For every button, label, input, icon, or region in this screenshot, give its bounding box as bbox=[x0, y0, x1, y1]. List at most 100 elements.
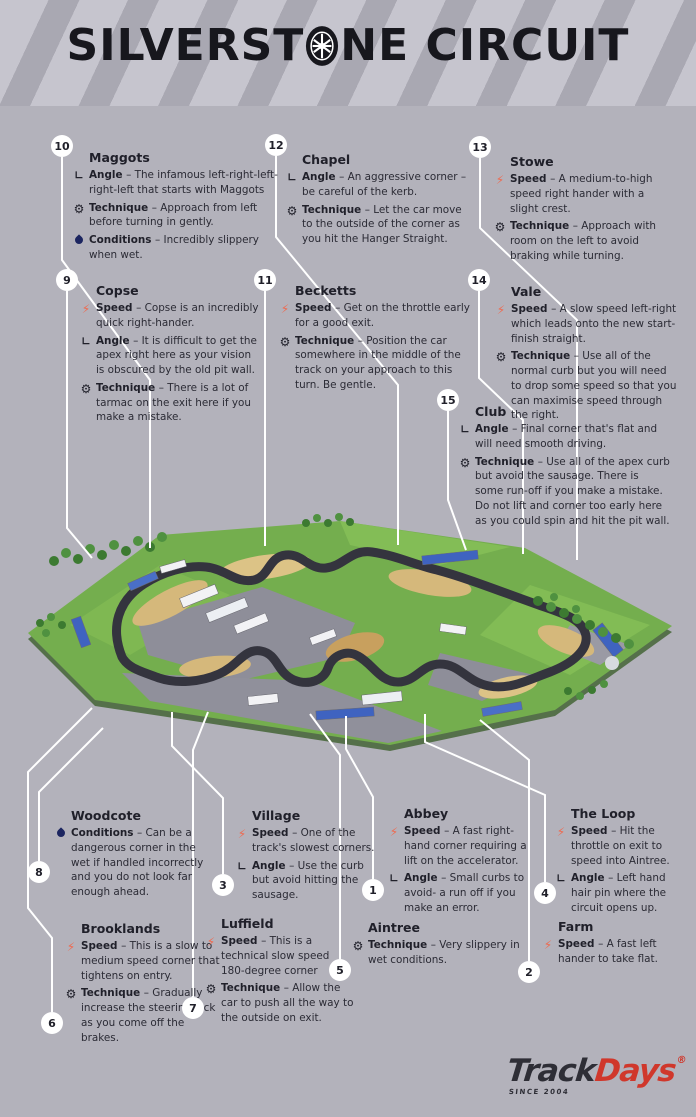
fact-text: Technique – Let the car move to the outs… bbox=[302, 203, 462, 246]
registered-mark: ® bbox=[675, 1055, 686, 1066]
speed-icon: ⚡ bbox=[389, 825, 399, 839]
corner-title: Brooklands bbox=[81, 921, 161, 936]
fact-text: Speed – Get on the throttle early for a … bbox=[295, 302, 470, 329]
fact-text: Speed – A slow speed left-right which le… bbox=[511, 303, 677, 345]
fact-row-speed: ⚡Speed – This is a technical slow speed … bbox=[204, 934, 356, 978]
fact-text: Speed – Copse is an incredibly quick rig… bbox=[96, 302, 259, 329]
fact-row-conditions: Conditions – Incredibly slippery when we… bbox=[72, 233, 287, 263]
technique-icon: ⚙ bbox=[352, 939, 364, 953]
technique-icon: ⚙ bbox=[279, 334, 291, 349]
corner-badge-7: 7 bbox=[182, 997, 204, 1019]
page-title: SILVERST NE CIRCUIT bbox=[0, 20, 696, 71]
corner-badge-6: 6 bbox=[41, 1012, 63, 1034]
corner-block-abbey: Abbey ⚡Speed – A fast right-hand corner r… bbox=[387, 806, 539, 919]
corner-badge-9: 9 bbox=[56, 269, 78, 291]
corner-block-stowe: Stowe ⚡Speed – A medium-to-high speed rig… bbox=[493, 154, 671, 267]
speed-icon: ⚡ bbox=[81, 302, 91, 316]
fact-text: Speed – This is a slow to medium speed c… bbox=[81, 940, 220, 982]
conditions-icon bbox=[72, 233, 86, 249]
fact-row-technique: ⚙ Technique – Position the car somewhere … bbox=[278, 334, 470, 393]
fact-text: Technique – Position the car somewhere i… bbox=[295, 334, 461, 391]
corner-title: Copse bbox=[96, 283, 139, 298]
corner-title: Farm bbox=[558, 919, 594, 934]
technique-icon: ⚙ bbox=[286, 203, 298, 218]
technique-icon: ⚙ bbox=[494, 220, 506, 235]
corner-badge-2: 2 bbox=[518, 961, 540, 983]
fact-text: Angle – Use the curb but avoid hitting t… bbox=[252, 859, 364, 902]
fact-text: Conditions – Incredibly slippery when we… bbox=[89, 234, 259, 261]
fact-text: Technique – Use all of the normal curb b… bbox=[511, 350, 677, 422]
speed-icon: ⚡ bbox=[495, 173, 505, 187]
technique-icon: ⚙ bbox=[205, 982, 217, 997]
fact-text: Angle – It is difficult to get the apex … bbox=[96, 334, 257, 377]
corner-title: Abbey bbox=[404, 806, 449, 821]
corner-block-luffield: Luffield ⚡Speed – This is a technical slo… bbox=[204, 916, 356, 1029]
corner-block-becketts: Becketts⚡Speed – Get on the throttle ear… bbox=[278, 283, 470, 396]
fact-text: Technique – Approach from left before tu… bbox=[89, 201, 258, 229]
title-left: SILVERST bbox=[66, 20, 305, 71]
fact-row-angle: ∟ Angle – Left hand hair pin where the ci… bbox=[554, 871, 686, 915]
angle-icon: ∟ bbox=[460, 423, 470, 436]
corner-block-aintree: Aintree⚙Technique – Very slippery in wet… bbox=[351, 920, 521, 971]
fact-row-technique: ⚙ Technique – Use all of the normal curb … bbox=[494, 349, 679, 423]
fact-row-speed: ⚡Speed – A medium-to-high speed right ha… bbox=[493, 172, 671, 216]
speed-icon: ⚡ bbox=[206, 935, 216, 949]
fact-row-technique: ⚙Technique – Very slippery in wet condit… bbox=[351, 938, 521, 968]
fact-row-speed: ⚡Speed – This is a slow to medium speed … bbox=[64, 939, 222, 983]
corner-badge-1: 1 bbox=[362, 879, 384, 901]
fact-row-speed: ⚡ Speed – Get on the throttle early for a… bbox=[278, 301, 470, 331]
fact-text: Technique – Use all of the apex curb but… bbox=[475, 455, 670, 527]
corner-block-village: Village⚡Speed – One of the track's slowe… bbox=[235, 808, 383, 906]
speed-icon: ⚡ bbox=[280, 302, 290, 316]
corner-title: The Loop bbox=[571, 806, 636, 821]
fact-text: Angle – Left hand hair pin where the cir… bbox=[571, 872, 667, 914]
corner-block-copse: Copse ⚡ Speed – Copse is an incredibly qui… bbox=[79, 283, 261, 428]
corner-badge-4: 4 bbox=[534, 882, 556, 904]
fact-row-speed: ⚡ Speed – A slow speed left-right which l… bbox=[494, 302, 679, 346]
corner-title: Stowe bbox=[510, 154, 554, 169]
fact-row-technique: ⚙ Technique – Allow the car to push all t… bbox=[204, 981, 356, 1025]
fact-text: Technique – Approach with room on the le… bbox=[510, 220, 656, 262]
map-buildings bbox=[70, 549, 624, 721]
corner-title: Luffield bbox=[221, 916, 274, 931]
fact-row-technique: ⚙Technique – There is a lot of tarmac on… bbox=[79, 381, 261, 425]
corner-title: Vale bbox=[511, 284, 542, 299]
fact-row-speed: ⚡Speed – A fast right-hand corner requir… bbox=[387, 824, 539, 868]
corner-badge-12: 12 bbox=[265, 134, 287, 156]
logo-days-text: Days bbox=[592, 1053, 677, 1089]
fact-row-technique: ⚙Technique – Approach from left before t… bbox=[72, 201, 287, 231]
corner-title: Village bbox=[252, 808, 301, 823]
technique-icon: ⚙ bbox=[65, 987, 77, 1002]
speed-icon: ⚡ bbox=[237, 827, 247, 841]
corner-block-maggots: Maggots∟Angle – The infamous left-right-… bbox=[72, 150, 287, 266]
corner-title: Club bbox=[475, 404, 507, 419]
angle-icon: ∟ bbox=[237, 859, 247, 873]
helipad bbox=[605, 656, 619, 670]
corner-block-brooklands: Brooklands ⚡Speed – This is a slow to med… bbox=[64, 921, 222, 1048]
map-track bbox=[112, 547, 591, 692]
speed-icon: ⚡ bbox=[496, 303, 506, 317]
corner-block-farm: Farm⚡Speed – A fast left hander to take … bbox=[541, 919, 689, 970]
conditions-icon bbox=[54, 826, 68, 842]
corner-title: Chapel bbox=[302, 152, 351, 167]
technique-icon: ⚙ bbox=[459, 455, 471, 470]
corner-badge-15: 15 bbox=[437, 389, 459, 411]
technique-icon: ⚙ bbox=[80, 381, 92, 396]
fact-row-conditions: Conditions – Can be a dangerous corner i… bbox=[54, 826, 212, 900]
corner-block-club: Club∟Angle – Final corner that's flat an… bbox=[458, 404, 670, 531]
corner-badge-11: 11 bbox=[254, 269, 276, 291]
circuit-map bbox=[28, 513, 672, 751]
map-trees bbox=[36, 513, 634, 700]
fact-text: Speed – A fast left hander to take flat. bbox=[558, 938, 658, 965]
fact-text: Technique – Allow the car to push all th… bbox=[221, 982, 354, 1024]
angle-icon: ∟ bbox=[556, 872, 566, 886]
fact-text: Speed – Hit the throttle on exit to spee… bbox=[571, 825, 670, 867]
corner-badge-14: 14 bbox=[468, 269, 490, 291]
trackdays-logo[interactable]: TrackDays® SINCE 2004 bbox=[505, 1053, 686, 1096]
title-right: NE CIRCUIT bbox=[340, 20, 630, 71]
angle-icon: ∟ bbox=[74, 169, 84, 182]
header-striped-banner: SILVERST NE CIRCUIT bbox=[0, 0, 696, 106]
technique-icon: ⚙ bbox=[495, 350, 507, 365]
fact-row-technique: ⚙ Technique – Let the car move to the out… bbox=[285, 203, 470, 247]
